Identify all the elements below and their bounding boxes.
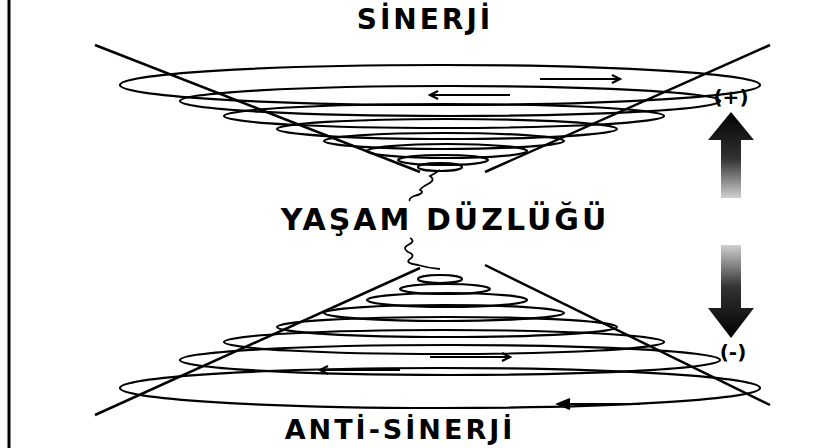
minus-sign: (-) <box>720 341 747 363</box>
minus-arrow <box>708 245 754 338</box>
middle-label: YAŞAM DÜZLÜĞÜ <box>279 203 612 236</box>
bottom-title: ANTİ-SİNERJİ <box>285 415 516 445</box>
wavy-line <box>405 238 440 269</box>
plus-arrow <box>708 112 754 198</box>
top-spiral <box>120 65 760 171</box>
cone-lines <box>95 45 770 415</box>
bottom-spiral <box>120 275 760 409</box>
wavy-line <box>410 170 441 201</box>
page-border <box>8 0 11 448</box>
top-title: SİNERJİ <box>357 5 494 36</box>
plus-sign: (+) <box>713 86 748 108</box>
